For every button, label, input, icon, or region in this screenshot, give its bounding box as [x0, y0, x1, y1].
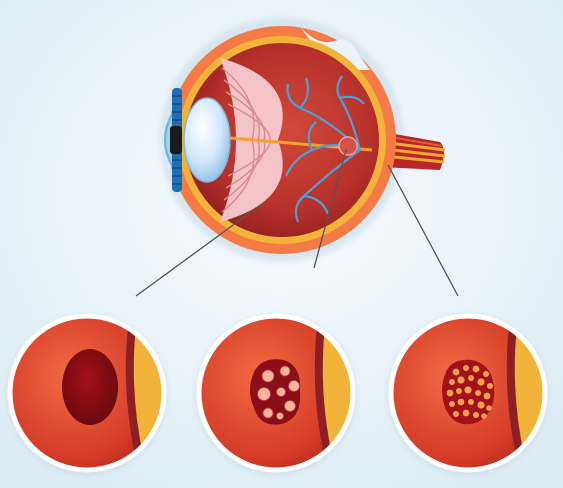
pupil	[170, 126, 182, 154]
lens	[184, 98, 230, 182]
dark-solid-lesion	[62, 349, 118, 425]
macula	[339, 137, 357, 155]
